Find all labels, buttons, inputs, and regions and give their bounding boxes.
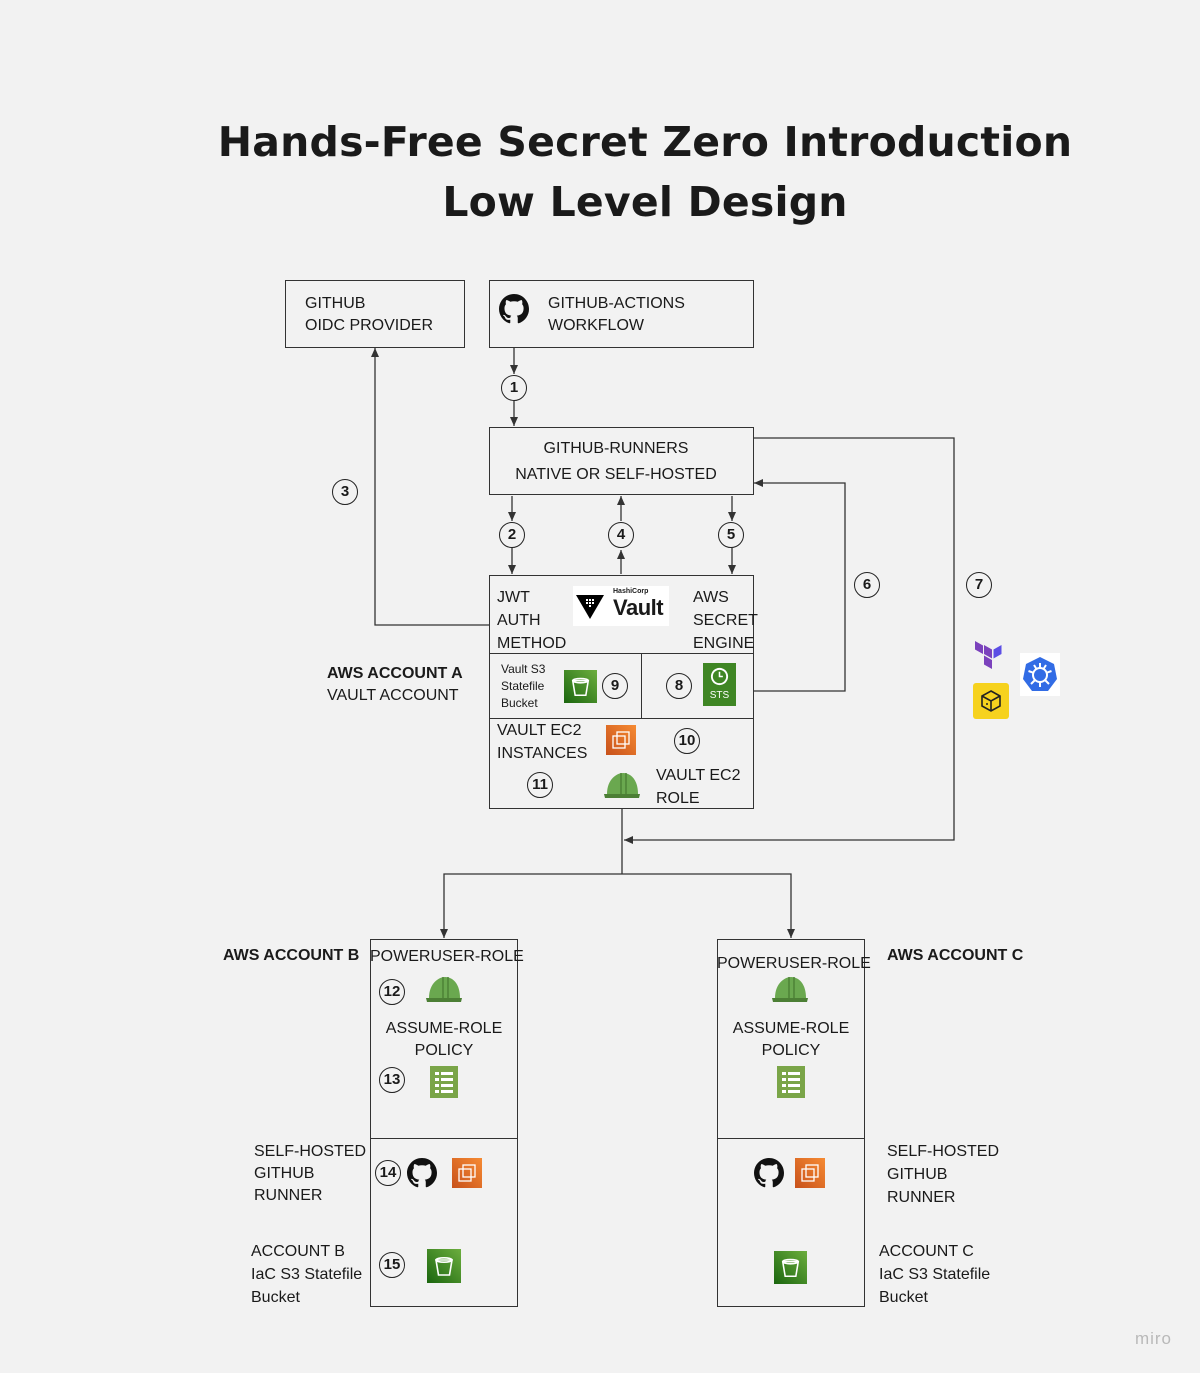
- step-badge-8: 8: [666, 673, 692, 699]
- statefile-c-label-line2: IaC S3 Statefile: [879, 1266, 991, 1283]
- github-octocat-icon: [499, 294, 529, 324]
- iam-role-helmet-icon: [772, 977, 808, 1002]
- vault-logo: HashiCorp Vault: [573, 586, 669, 626]
- account-a-title: AWS ACCOUNT A: [327, 665, 463, 682]
- diagram-title-line1: Hands-Free Secret Zero Introduction: [217, 118, 1073, 166]
- aws-engine-label-line3: ENGINE: [693, 635, 755, 652]
- step-badge-2: 2: [499, 522, 525, 548]
- step-badge-14: 14: [375, 1160, 401, 1186]
- statefile-b-label-line3: Bucket: [251, 1289, 300, 1306]
- iam-policy-document-icon: [430, 1066, 458, 1098]
- account-c-title: AWS ACCOUNT C: [887, 947, 1024, 964]
- s3-bucket-icon: [564, 670, 597, 703]
- vault-s3-label-line1: Vault S3: [501, 662, 546, 676]
- aws-engine-label-line2: SECRET: [693, 612, 758, 629]
- vault-s3-label-line3: Bucket: [501, 696, 538, 710]
- s3-bucket-icon: [427, 1249, 461, 1283]
- sts-clock-icon: [710, 667, 729, 686]
- runner-c-label-line3: RUNNER: [887, 1189, 956, 1206]
- sts-icon-tile: STS: [703, 663, 736, 706]
- vault-divider-bottom: [489, 718, 754, 719]
- step-badge-1: 1: [501, 375, 527, 401]
- statefile-b-label-line1: ACCOUNT B: [251, 1243, 345, 1260]
- ec2-instances-label-line1: VAULT EC2: [497, 722, 582, 739]
- iam-role-helmet-icon: [426, 977, 462, 1002]
- runner-c-label-line1: SELF-HOSTED: [887, 1143, 1000, 1160]
- diagram-title-line2: Low Level Design: [442, 178, 848, 226]
- step-badge-4: 4: [608, 522, 634, 548]
- step-badge-9: 9: [602, 673, 628, 699]
- kubernetes-icon: [1023, 657, 1057, 691]
- runners-label-line1: GITHUB-RUNNERS: [543, 440, 689, 457]
- account-b-policy-line2: POLICY: [414, 1042, 474, 1059]
- kubernetes-icon-tile: [1020, 653, 1060, 696]
- account-b-policy-line1: ASSUME-ROLE: [385, 1020, 503, 1037]
- jwt-label-line1: JWT: [497, 589, 530, 606]
- vault-logo-hashicorp: HashiCorp: [613, 588, 649, 595]
- aws-engine-label-line1: AWS: [693, 589, 729, 606]
- ec2-role-label-line1: VAULT EC2: [656, 767, 741, 784]
- vault-divider-top: [489, 653, 754, 654]
- account-c-divider: [717, 1138, 865, 1139]
- step-badge-7: 7: [966, 572, 992, 598]
- statefile-c-label-line1: ACCOUNT C: [879, 1243, 974, 1260]
- miro-watermark: miro: [1134, 1329, 1172, 1348]
- vault-divider-middle: [641, 653, 642, 718]
- vault-s3-label-line2: Statefile: [501, 679, 545, 693]
- runner-b-label-line2: GITHUB: [254, 1165, 315, 1182]
- vault-logo-text: Vault: [613, 595, 664, 620]
- account-c-box: [717, 939, 865, 1307]
- workflow-label-line1: GITHUB-ACTIONS: [548, 295, 685, 312]
- step-badge-11: 11: [527, 772, 553, 798]
- runners-label-line2: NATIVE OR SELF-HOSTED: [515, 466, 717, 483]
- ec2-instances-icon: [795, 1158, 825, 1188]
- ec2-instances-icon: [606, 725, 636, 755]
- ec2-instances-icon: [452, 1158, 482, 1188]
- sts-label: STS: [709, 690, 730, 701]
- package-box-tile: [973, 683, 1009, 719]
- step-badge-5: 5: [718, 522, 744, 548]
- step-badge-12: 12: [379, 979, 405, 1005]
- package-box-icon: [981, 690, 1001, 712]
- step-badge-10: 10: [674, 728, 700, 754]
- step-badge-15: 15: [379, 1252, 405, 1278]
- vault-block: [489, 575, 754, 809]
- github-runners-box: GITHUB-RUNNERS NATIVE OR SELF-HOSTED: [489, 427, 754, 495]
- account-b-title: AWS ACCOUNT B: [223, 947, 360, 964]
- account-c-role-label: POWERUSER-ROLE: [717, 955, 871, 972]
- step-badge-6: 6: [854, 572, 880, 598]
- statefile-b-label-line2: IaC S3 Statefile: [251, 1266, 363, 1283]
- workflow-label-line2: WORKFLOW: [548, 317, 644, 334]
- github-octocat-icon: [754, 1158, 784, 1188]
- ec2-instances-label-line2: INSTANCES: [497, 745, 588, 762]
- runner-c-label-line2: GITHUB: [887, 1166, 948, 1183]
- account-a-subtitle: VAULT ACCOUNT: [327, 687, 459, 704]
- account-b-role-label: POWERUSER-ROLE: [370, 948, 524, 965]
- runner-b-label-line3: RUNNER: [254, 1187, 323, 1204]
- iam-role-helmet-icon: [604, 773, 640, 798]
- jwt-label-line3: METHOD: [497, 635, 567, 652]
- step-badge-3: 3: [332, 479, 358, 505]
- account-c-policy-line2: POLICY: [761, 1042, 821, 1059]
- iam-policy-document-icon: [777, 1066, 805, 1098]
- statefile-c-label-line3: Bucket: [879, 1289, 928, 1306]
- github-octocat-icon: [407, 1158, 437, 1188]
- ec2-role-label-line2: ROLE: [656, 790, 700, 807]
- runner-b-label-line1: SELF-HOSTED: [254, 1143, 367, 1160]
- account-b-box: [370, 939, 518, 1307]
- github-actions-workflow-box: GITHUB-ACTIONS WORKFLOW: [489, 280, 754, 348]
- oidc-label-line1: GITHUB: [305, 295, 366, 312]
- account-c-policy-line1: ASSUME-ROLE: [732, 1020, 850, 1037]
- terraform-icon: [975, 641, 1002, 669]
- account-b-divider: [370, 1138, 518, 1139]
- step-badge-13: 13: [379, 1067, 405, 1093]
- vault-logo-icon: [576, 595, 604, 619]
- github-oidc-provider-box: GITHUB OIDC PROVIDER: [285, 280, 465, 348]
- jwt-label-line2: AUTH: [497, 612, 541, 629]
- oidc-label-line2: OIDC PROVIDER: [305, 317, 434, 334]
- s3-bucket-icon: [774, 1251, 807, 1284]
